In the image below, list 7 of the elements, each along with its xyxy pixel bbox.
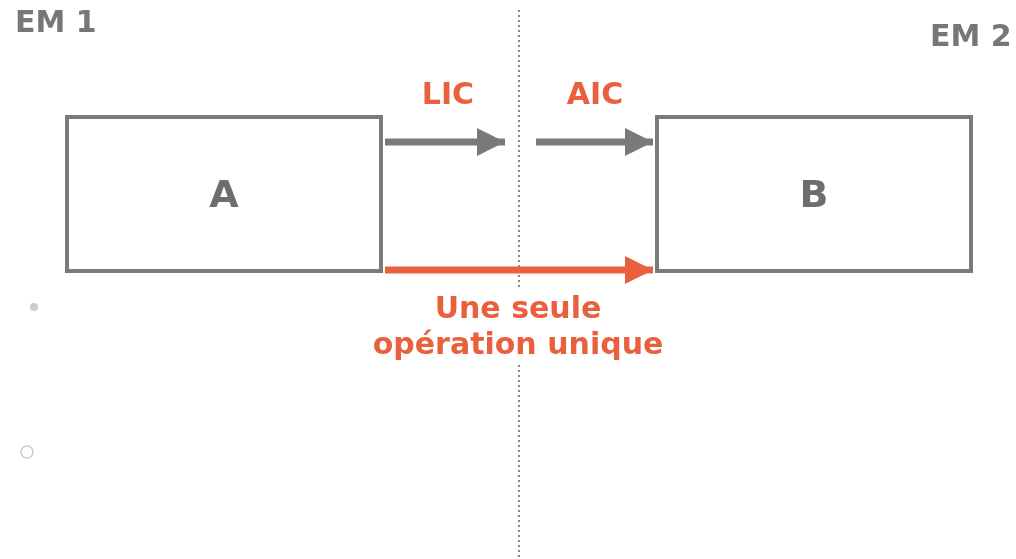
zone-label: EM 2 — [930, 18, 1012, 53]
box-label: A — [209, 172, 239, 216]
box-label: B — [799, 172, 829, 216]
process-box — [65, 115, 383, 273]
process-box — [655, 115, 973, 273]
arrow — [385, 256, 653, 284]
zone-label: EM 1 — [15, 4, 97, 39]
